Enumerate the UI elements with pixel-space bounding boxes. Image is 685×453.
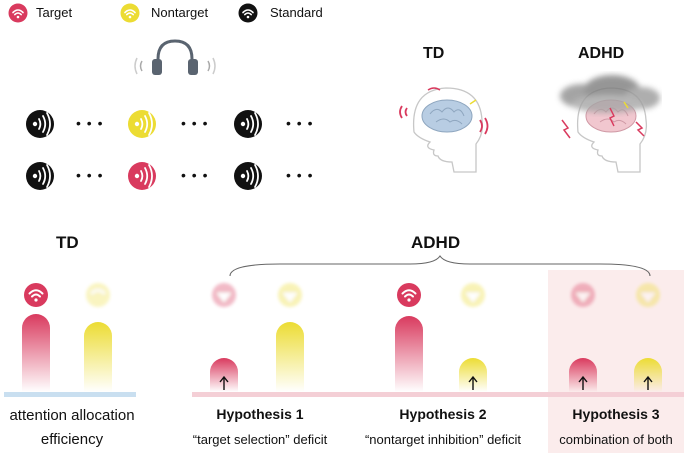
target-sound-icon (128, 162, 156, 190)
td-nontarget-bar (84, 322, 112, 392)
standard-sound-icon (26, 110, 54, 138)
sequence-ellipsis: • • • (286, 115, 314, 131)
h1-title: Hypothesis 1 (216, 406, 304, 422)
h1-nontarget-bar (276, 322, 304, 392)
h3-desc: combination of both (559, 432, 673, 447)
h2-arrow (468, 375, 478, 390)
storm-cloud-icon (560, 75, 660, 113)
legend: Target Nontarget Standard (8, 3, 348, 23)
sequence-ellipsis: • • • (181, 167, 209, 183)
adhd-baseline (192, 392, 684, 397)
h3-bars (569, 283, 662, 392)
bottom-td-label: TD (56, 233, 79, 252)
h2-bars (395, 283, 487, 392)
standard-sound-icon (234, 162, 262, 190)
td-caption-line1: attention allocation (9, 407, 135, 424)
td-brain-head-icon (399, 87, 489, 173)
h1-target-bar (210, 358, 238, 392)
h1-caption: Hypothesis 1 “target selection” deficit (170, 406, 350, 447)
legend-standard-label: Standard (270, 5, 323, 20)
nontarget-wifi-icon (120, 3, 140, 23)
legend-nontarget-label: Nontarget (151, 5, 209, 20)
h2-desc: “nontarget inhibition” deficit (364, 432, 522, 447)
h3-nontarget-icon (636, 283, 660, 307)
headphones-icon (134, 39, 216, 75)
h3-title: Hypothesis 3 (572, 406, 660, 422)
h3-nontarget-bar (634, 358, 662, 392)
top-td-label: TD (423, 45, 445, 62)
h2-nontarget-icon (461, 283, 485, 307)
td-bars (22, 283, 112, 392)
legend-target-label: Target (36, 5, 73, 20)
adhd-brace (229, 254, 651, 277)
h3-arrow-nontarget (643, 375, 653, 390)
sequence-ellipsis: • • • (286, 167, 314, 183)
standard-sound-icon (234, 110, 262, 138)
td-target-icon (24, 283, 48, 307)
h2-title: Hypothesis 2 (399, 406, 487, 422)
h2-caption: Hypothesis 2 “nontarget inhibition” defi… (343, 406, 543, 447)
standard-sound-icon (26, 162, 54, 190)
h1-bars (210, 283, 304, 392)
nontarget-sound-icon (128, 110, 156, 138)
adhd-brain-head-icon (560, 75, 660, 173)
td-caption-line2: efficiency (40, 431, 104, 448)
standard-wifi-icon (238, 3, 258, 23)
sequence-ellipsis: • • • (76, 167, 104, 183)
h1-desc: “target selection” deficit (192, 432, 328, 447)
h3-caption: Hypothesis 3 combination of both (548, 406, 684, 447)
td-caption: attention allocation efficiency (0, 404, 144, 452)
td-baseline (4, 392, 136, 397)
td-nontarget-icon (86, 283, 110, 307)
sound-sequence: • • • • • • • • • • • • • • • • • • (0, 0, 360, 200)
sequence-ellipsis: • • • (76, 115, 104, 131)
h3-panel (548, 270, 684, 453)
h1-arrow (219, 375, 229, 390)
h2-target-icon (397, 283, 421, 307)
td-target-bar (22, 314, 50, 392)
h3-target-icon (571, 283, 595, 307)
h1-nontarget-icon (278, 283, 302, 307)
bottom-adhd-label: ADHD (411, 233, 461, 252)
top-adhd-label: ADHD (578, 45, 625, 62)
h2-target-bar (395, 316, 423, 392)
sequence-ellipsis: • • • (181, 115, 209, 131)
h2-nontarget-bar (459, 358, 487, 392)
h3-target-bar (569, 358, 597, 392)
target-wifi-icon (8, 3, 28, 23)
h3-arrow-target (578, 375, 588, 390)
h1-target-icon (212, 283, 236, 307)
